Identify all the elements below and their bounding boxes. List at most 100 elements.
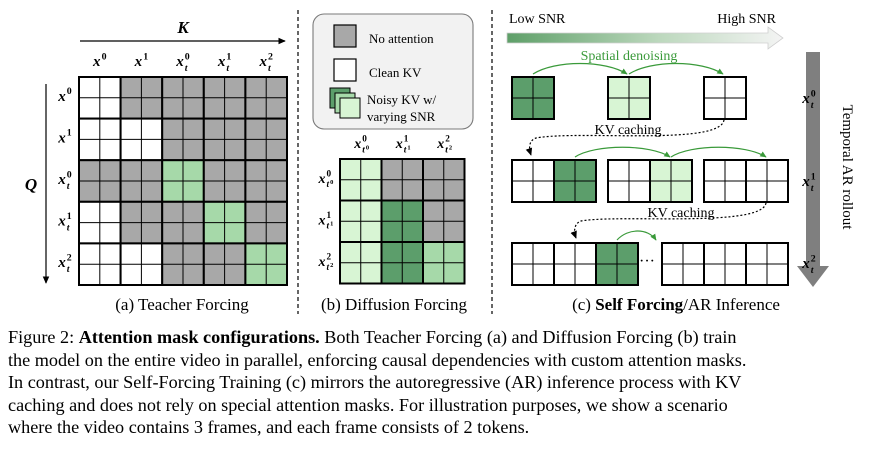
teacher-cell-3-3 (202, 200, 247, 245)
diffusion-cell-0-1 (380, 158, 424, 202)
sf-row2-cache-1 (553, 242, 597, 286)
teacher-cell-1-3 (202, 117, 247, 162)
svg-text:x: x (57, 130, 66, 146)
svg-text:2: 2 (811, 253, 816, 264)
svg-text:x: x (92, 54, 101, 70)
svg-text:x: x (436, 137, 444, 152)
teacher-cell-1-2 (161, 117, 205, 162)
self-forcing-caption-suffix: /AR Inference (683, 295, 780, 314)
self-forcing-blocks (511, 76, 789, 286)
svg-text:t: t (67, 222, 70, 233)
teacher-cell-2-3 (202, 159, 247, 203)
self-forcing-caption-prefix: (c) (572, 295, 595, 314)
svg-text:x: x (318, 213, 326, 228)
sf-row2-clean-2 (745, 242, 789, 286)
svg-text:t: t (268, 63, 271, 74)
teacher-cell-1-0 (78, 117, 122, 162)
teacher-cell-0-0 (78, 76, 122, 120)
legend: No attention Clean KV Noisy KV w/ varyin… (312, 13, 474, 130)
teacher-cell-1-4 (244, 117, 288, 162)
temporal-rollout-arrow (797, 52, 829, 287)
sf-row0-block-low-snr (511, 76, 555, 120)
k-axis-label: K (176, 18, 190, 37)
low-snr-label: Low SNR (509, 12, 566, 27)
sf-row1-cache-2a (703, 159, 747, 203)
svg-text:2: 2 (268, 51, 273, 62)
diffusion-cell-1-0 (339, 199, 383, 243)
legend-no-attention-swatch (333, 24, 357, 48)
self-forcing-caption: (c) Self Forcing/AR Inference (572, 295, 780, 314)
row1-denoise-arc-1 (574, 146, 671, 158)
diffusion-cell-1-1 (380, 199, 424, 243)
svg-text:2: 2 (330, 262, 333, 269)
legend-clean-label: Clean KV (369, 65, 422, 80)
svg-text:x: x (57, 214, 66, 230)
caption-label: Figure 2: (8, 327, 75, 347)
svg-text:1: 1 (226, 51, 231, 62)
svg-text:0: 0 (811, 88, 816, 99)
svg-text:0: 0 (366, 144, 369, 151)
svg-text:0: 0 (330, 179, 333, 186)
sf-row2-noisy-low (595, 242, 639, 286)
diffusion-cell-2-1 (380, 241, 424, 285)
sf-row2-cache-0 (511, 242, 555, 286)
kv-caching-label-2: KV caching (648, 206, 715, 221)
svg-text:1: 1 (407, 144, 410, 151)
svg-text:2: 2 (326, 251, 331, 261)
svg-text:x: x (353, 137, 361, 152)
teacher-cell-1-1 (119, 117, 164, 162)
temporal-rollout-label: Temporal AR rollout (839, 105, 855, 231)
svg-text:x: x (801, 91, 810, 107)
teacher-mask-grid (78, 76, 288, 286)
diffusion-cell-0-0 (339, 158, 383, 202)
sf-row0-block-clean (703, 76, 747, 120)
svg-text:1: 1 (326, 210, 331, 220)
caption-line-4: caching and does not rely on special att… (8, 394, 728, 415)
teacher-caption: (a) Teacher Forcing (115, 295, 249, 314)
ellipsis: ··· (639, 253, 655, 270)
teacher-cell-3-1 (119, 200, 164, 245)
svg-text:x: x (258, 54, 267, 70)
svg-text:1: 1 (404, 134, 409, 144)
svg-text:x: x (57, 255, 66, 271)
teacher-cell-4-4 (244, 242, 288, 286)
sf-row1-cache-0a (511, 159, 555, 203)
diffusion-cell-2-2 (422, 241, 466, 285)
svg-text:t: t (362, 144, 365, 154)
teacher-cell-4-2 (161, 242, 205, 286)
svg-text:0: 0 (67, 169, 72, 180)
sf-row1-clean (745, 159, 789, 203)
caption-line-1: Figure 2: Attention mask configurations.… (8, 326, 870, 349)
svg-text:x: x (57, 172, 66, 188)
svg-text:x: x (801, 256, 810, 272)
legend-no-attention-label: No attention (369, 31, 434, 46)
row2-denoise-arc (616, 230, 657, 241)
sf-row2-clean-1 (703, 242, 747, 286)
svg-text:t: t (326, 179, 329, 189)
diffusion-cell-2-0 (339, 241, 383, 285)
svg-text:t: t (404, 144, 407, 154)
row1-denoise-arc-2 (670, 146, 767, 158)
caption-line-1-rest: Both Teacher Forcing (a) and Diffusion F… (324, 327, 737, 347)
svg-text:t: t (811, 183, 814, 194)
legend-noisy-label-line2: varying SNR (367, 109, 436, 124)
teacher-cell-4-0 (78, 242, 122, 286)
svg-text:0: 0 (67, 86, 72, 97)
svg-text:x: x (395, 137, 403, 152)
teacher-cell-2-4 (244, 159, 288, 203)
